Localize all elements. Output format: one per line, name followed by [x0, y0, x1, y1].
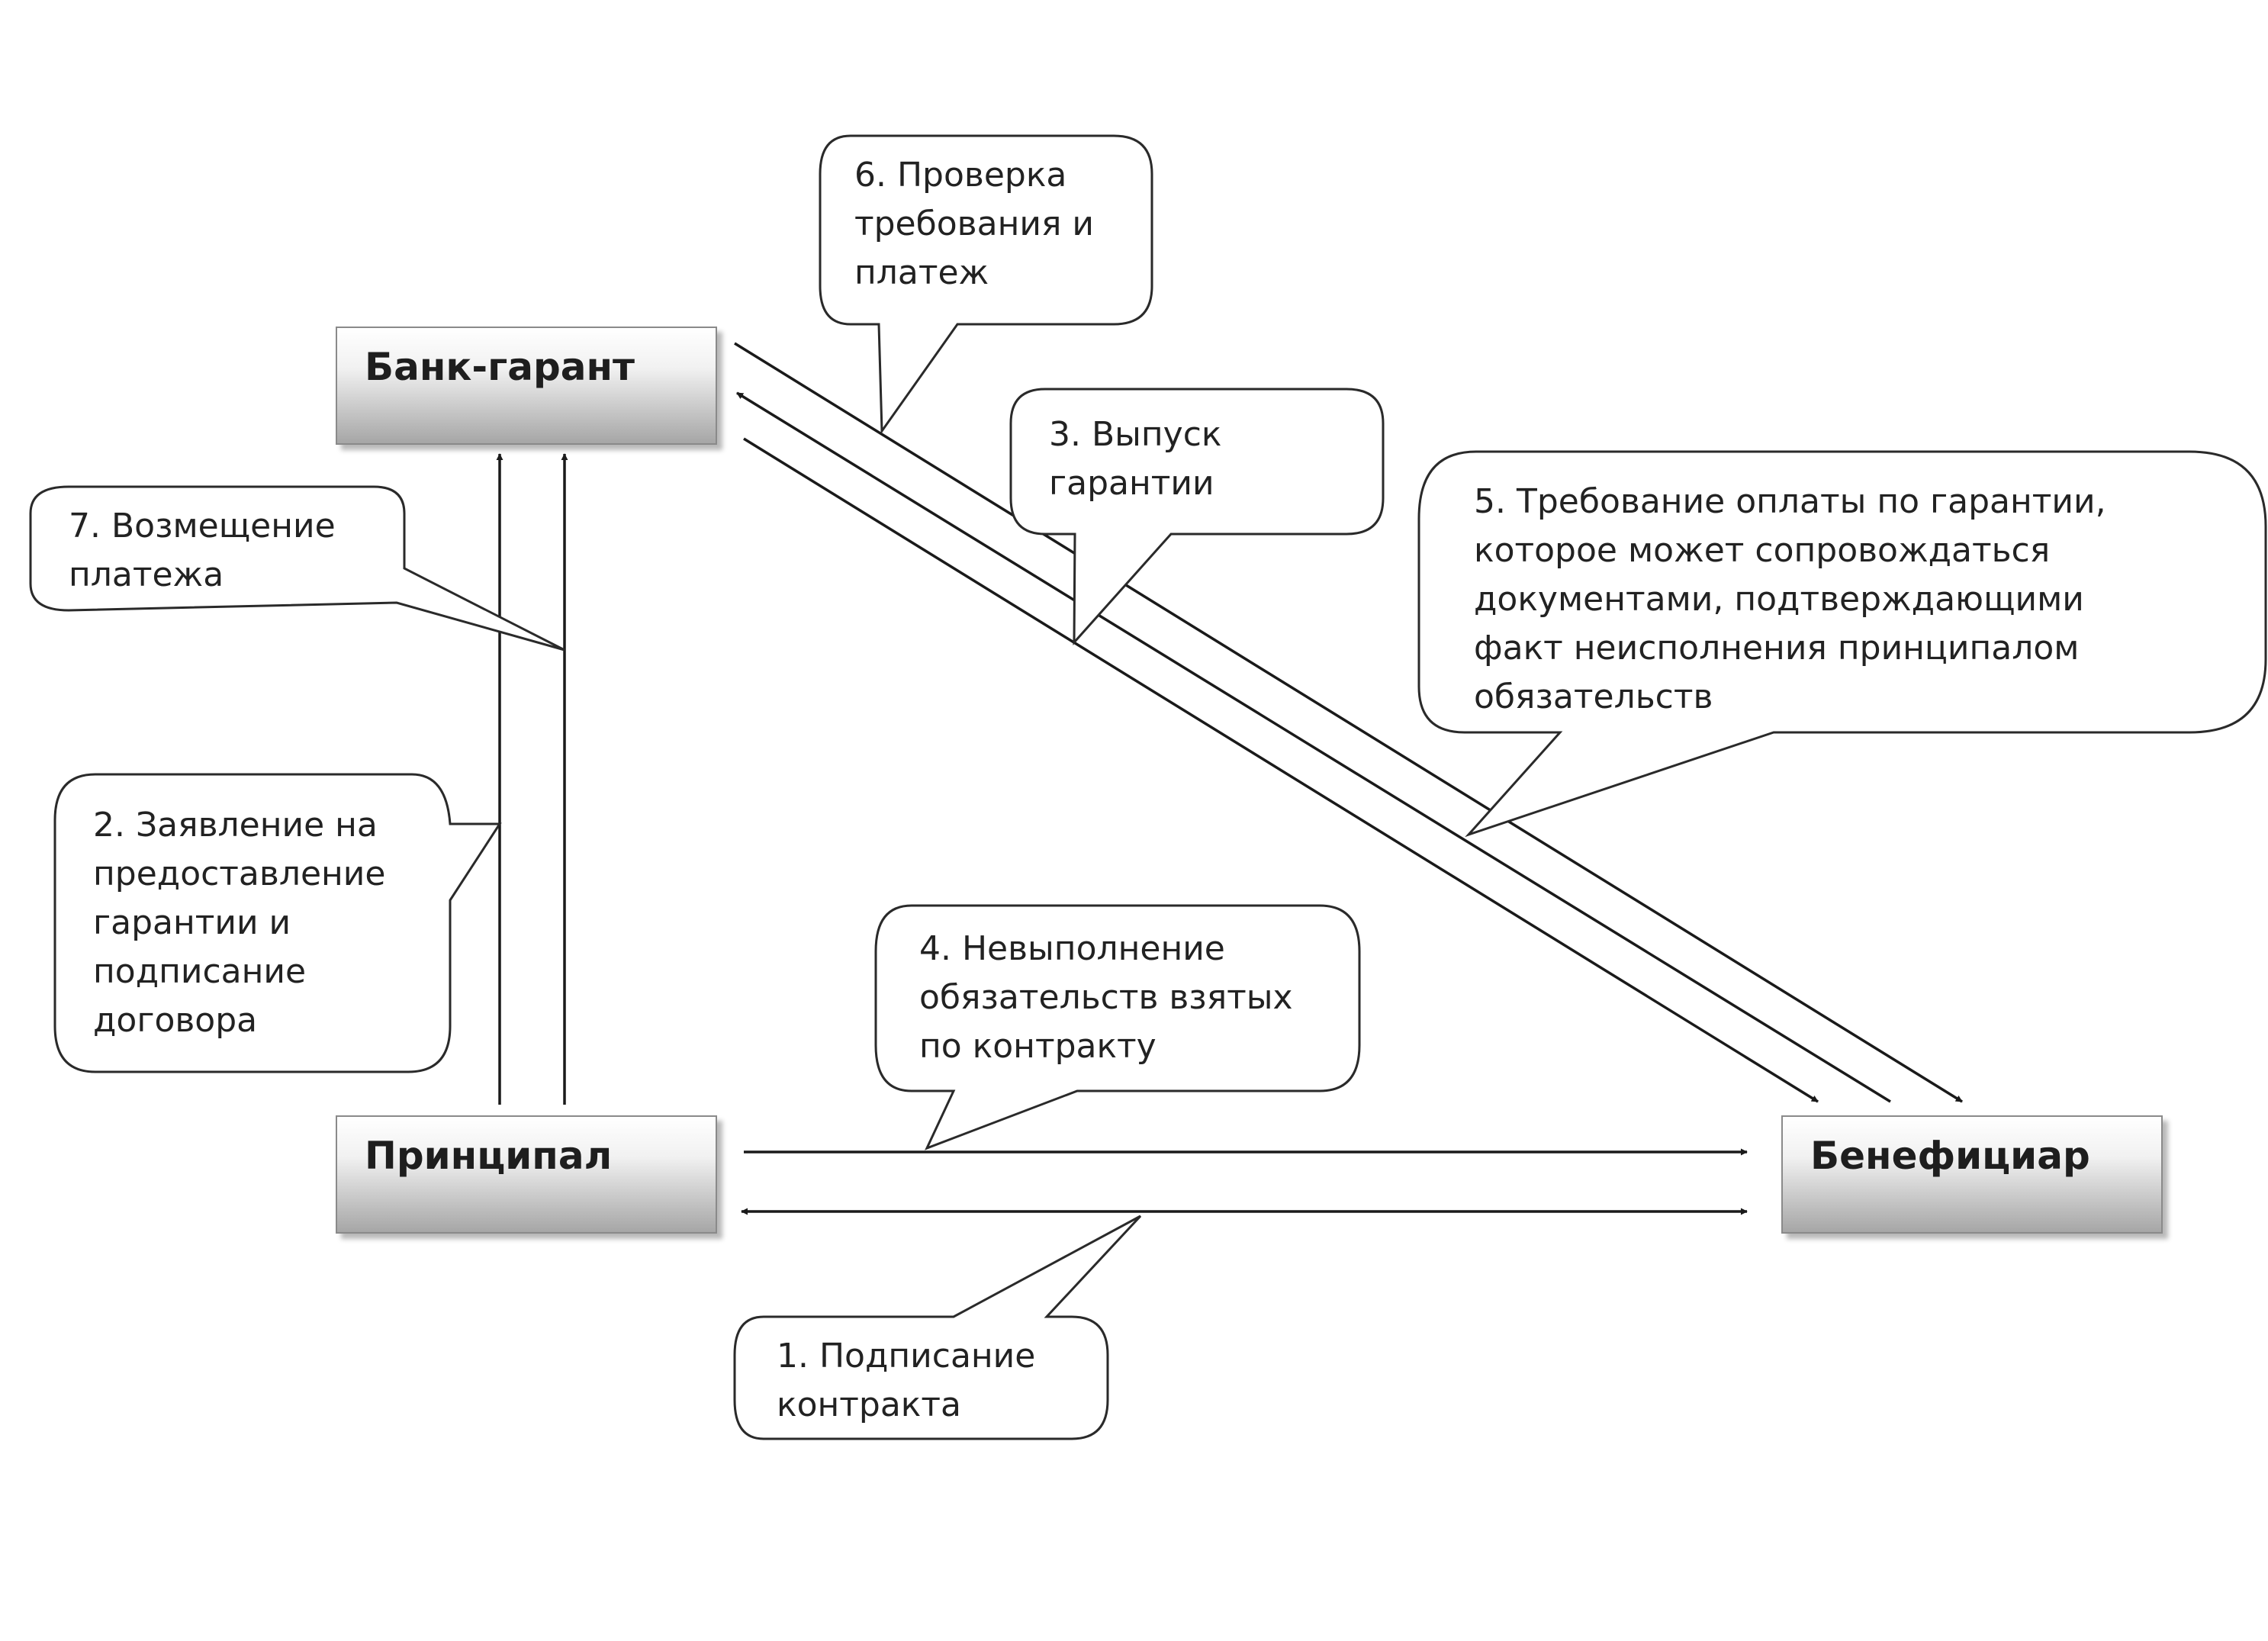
- callout-bubble-2: [53, 773, 502, 1073]
- callout-5-line: обязательств: [1474, 677, 1713, 716]
- callout-3-text: 3. Выпуск гарантии: [1049, 410, 1221, 508]
- callout-bubble-5: [1417, 450, 2267, 838]
- callout-2-line: 2. Заявление на: [93, 806, 378, 845]
- callout-4-line: 4. Невыполнение: [919, 929, 1225, 968]
- callout-1-line: контракта: [777, 1385, 961, 1424]
- callout-bubble-4: [874, 904, 1361, 1150]
- bank-guarantor-box: Банк-гарант: [336, 327, 717, 445]
- callout-2-line: подписание: [93, 952, 307, 991]
- arrow-payment-to-beneficiary: [734, 342, 1963, 1103]
- callout-4-text: 4. Невыполнение обязательств взятых по к…: [919, 925, 1293, 1071]
- callout-3-line: гарантии: [1049, 464, 1214, 503]
- callout-6-text: 6. Проверка требования и платеж: [854, 151, 1094, 298]
- callout-5-line: факт неисполнения принципалом: [1474, 629, 2080, 668]
- callout-3-line: 3. Выпуск: [1049, 415, 1222, 454]
- callout-4-line: обязательств взятых: [919, 978, 1293, 1017]
- callout-6-line: 6. Проверка: [854, 156, 1067, 195]
- callout-7-line: платежа: [69, 555, 224, 594]
- callout-2-line: договора: [93, 1001, 258, 1040]
- callout-2-line: предоставление: [93, 854, 386, 893]
- callout-5-line: документами, подтверждающими: [1474, 580, 2084, 619]
- arrow-demand-to-bank: [736, 391, 1891, 1103]
- principal-box: Принципал: [336, 1115, 717, 1234]
- callout-5-text: 5. Требование оплаты по гарантии, которо…: [1474, 478, 2106, 722]
- callout-bubble-1: [733, 1215, 1142, 1440]
- callout-2-line: гарантии и: [93, 903, 291, 942]
- callout-5-line: 5. Требование оплаты по гарантии,: [1474, 482, 2106, 521]
- callout-1-line: 1. Подписание: [777, 1337, 1036, 1376]
- callout-bubble-6: [819, 134, 1153, 435]
- callout-2-text: 2. Заявление на предоставление гарантии …: [93, 801, 385, 1045]
- callout-4-line: по контракту: [919, 1027, 1157, 1066]
- callout-1-text: 1. Подписание контракта: [777, 1332, 1035, 1430]
- callout-7-line: 7. Возмещение: [69, 507, 336, 545]
- arrow-issue-guarantee: [743, 437, 1819, 1103]
- callout-6-line: платеж: [854, 253, 989, 292]
- callout-5-line: которое может сопровождаться: [1474, 531, 2051, 570]
- callout-6-line: требования и: [854, 204, 1094, 243]
- beneficiary-box: Бенефициар: [1781, 1115, 2163, 1234]
- callout-bubble-3: [1009, 388, 1385, 645]
- callout-bubble-7: [29, 485, 565, 652]
- callout-7-text: 7. Возмещение платежа: [69, 502, 336, 600]
